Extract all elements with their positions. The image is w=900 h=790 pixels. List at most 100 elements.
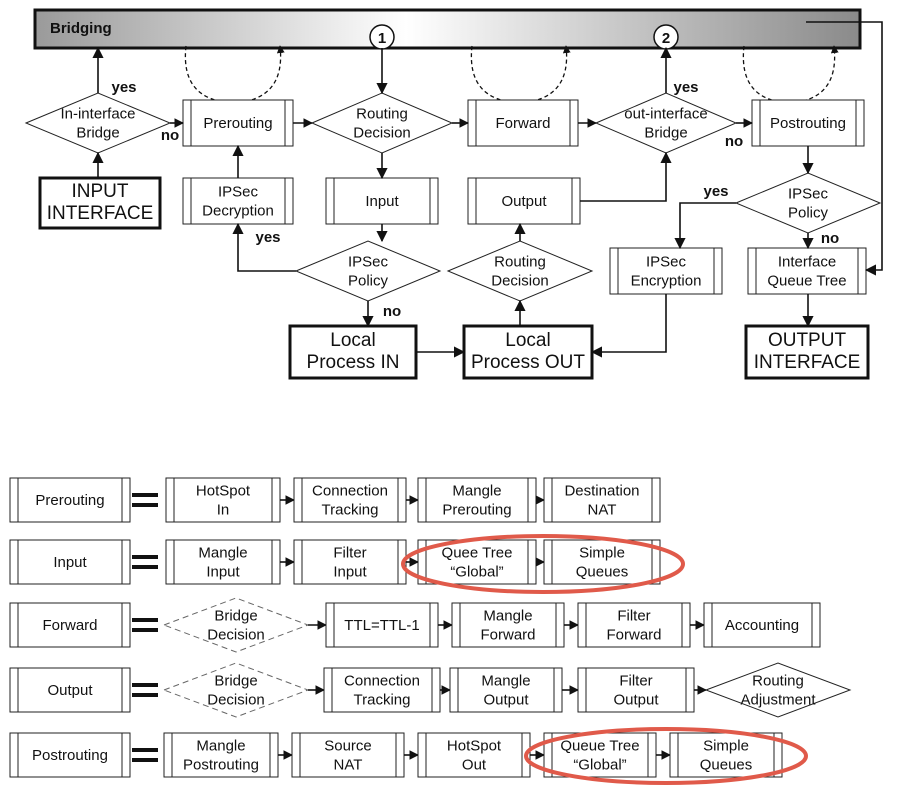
bridging-title: Bridging — [50, 20, 112, 37]
label-yes-out-bridge: yes — [673, 79, 698, 96]
routing-decision-2-diamond — [446, 240, 594, 302]
local-process-in-box — [288, 324, 418, 380]
postrouting-bridge-loop — [742, 45, 839, 104]
routing-decision-diamond-label-line-2: Decision — [353, 125, 411, 142]
chain-3-step-3-label-line-1: Mangle — [481, 673, 530, 690]
ipsec-encryption-box-label-line-2: Encryption — [631, 273, 702, 290]
ipsec-policy-right-diamond-label-line-2: Policy — [788, 205, 829, 222]
chain-3-equals-top — [132, 683, 158, 687]
chain-1-equals-bottom — [132, 565, 158, 569]
prerouting-bridge-loop — [184, 45, 285, 104]
chain-3-step-5 — [704, 662, 852, 718]
arrow-policy-yes-to-decryption — [232, 222, 296, 272]
chain-4-step-1-label-line-2: Postrouting — [183, 757, 259, 774]
chain-postrouting-box — [9, 732, 131, 778]
ipsec-policy-left-diamond — [294, 240, 442, 302]
chain-1-step-1-label-line-1: Mangle — [198, 545, 247, 562]
label-no-ipsec-right: no — [821, 230, 839, 247]
ipsec-policy-left-diamond-label-line-1: IPSec — [348, 254, 389, 271]
out-interface-bridge-diamond — [594, 92, 738, 154]
input-box — [325, 177, 439, 225]
ipsec-encryption-box-label-line-1: IPSec — [646, 254, 687, 271]
output-interface-box-label-line-1: OUTPUT — [768, 330, 847, 351]
arrow-encryption-to-local-out — [590, 294, 667, 358]
chain-3-step-4-label-line-2: Output — [613, 692, 659, 709]
chain-1-step-4-label-line-1: Simple — [579, 545, 625, 562]
chain-4-step-4-label-line-2: “Global” — [573, 757, 626, 774]
chain-forward-box — [9, 602, 131, 648]
chain-2-step-4-label-line-2: Forward — [606, 627, 661, 644]
interface-queue-tree-box-label-line-1: Interface — [778, 254, 836, 271]
chain-2-step-3 — [451, 602, 565, 648]
output-box — [467, 177, 581, 225]
chain-2-equals-bottom — [132, 628, 158, 632]
out-interface-bridge-diamond-label-line-1: out-interface — [624, 106, 707, 123]
chain-3-step-3 — [449, 667, 563, 713]
input-box-label-line-1: Input — [365, 193, 399, 210]
arrow-bridging-to-queue-tree — [806, 21, 883, 276]
highlight-input-queues — [401, 534, 685, 594]
chain-3-step-1 — [162, 662, 310, 718]
chain-0-step-2-label-line-2: Tracking — [322, 502, 379, 519]
arrow-policy-yes-to-encryption — [674, 202, 736, 250]
local-process-in-box-label-line-2: Process IN — [307, 352, 400, 373]
chain-3-step-3-label-line-2: Output — [483, 692, 529, 709]
chain-4-step-5-label-line-2: Queues — [700, 757, 753, 774]
ipsec-encryption-box — [609, 247, 723, 295]
chain-0-equals-top — [132, 493, 158, 497]
chain-prerouting-box-label-line-1: Prerouting — [35, 492, 104, 509]
chain-4-step-4 — [543, 732, 657, 778]
chain-4-equals-top — [132, 748, 158, 752]
ipsec-decryption-box-label-line-2: Decryption — [202, 203, 274, 220]
ipsec-policy-right-diamond-label-line-1: IPSec — [788, 186, 829, 203]
interface-queue-tree-box-label-line-2: Queue Tree — [767, 273, 846, 290]
output-interface-box — [744, 324, 870, 380]
chain-0-step-1 — [165, 477, 281, 523]
prerouting-box-label-line-1: Prerouting — [203, 115, 272, 132]
chain-input-box-label-line-1: Input — [53, 554, 87, 571]
local-process-in-box-label-line-1: Local — [330, 330, 375, 351]
chain-2-step-3-label-line-1: Mangle — [483, 608, 532, 625]
arrow-output-to-out-bridge — [580, 151, 672, 202]
chain-2-step-4-label-line-1: Filter — [617, 608, 650, 625]
label-no-out-bridge: no — [725, 133, 743, 150]
chain-input-box — [9, 539, 131, 585]
chain-2-step-2 — [325, 602, 439, 648]
label-yes-in-bridge: yes — [111, 79, 136, 96]
chain-2-step-5-label-line-1: Accounting — [725, 617, 799, 634]
input-interface-box-label-line-2: INTERFACE — [47, 203, 154, 224]
chain-4-step-2-label-line-2: NAT — [334, 757, 363, 774]
chain-output-box-label-line-1: Output — [47, 682, 93, 699]
chain-prerouting-box — [9, 477, 131, 523]
chain-0-step-2 — [293, 477, 407, 523]
chain-2-step-5 — [703, 602, 821, 648]
chain-0-step-1-label-line-2: In — [217, 502, 230, 519]
chain-1-step-2-label-line-2: Input — [333, 564, 367, 581]
input-interface-box-label-line-1: INPUT — [72, 181, 129, 202]
chain-4-step-5-label-line-1: Simple — [703, 738, 749, 755]
local-process-out-box-label-line-1: Local — [505, 330, 550, 351]
routing-decision-2-diamond-label-line-1: Routing — [494, 254, 546, 271]
chain-1-step-4 — [543, 539, 661, 585]
routing-decision-diamond-label-line-1: Routing — [356, 106, 408, 123]
chain-3-step-5-label-line-2: Adjustment — [740, 692, 816, 709]
chain-forward-box-label-line-1: Forward — [42, 617, 97, 634]
bridging-bar — [33, 8, 862, 50]
chain-2-step-3-label-line-2: Forward — [480, 627, 535, 644]
in-interface-bridge-diamond — [24, 92, 172, 154]
ipsec-policy-left-diamond-label-line-2: Policy — [348, 273, 389, 290]
forward-box-label-line-1: Forward — [495, 115, 550, 132]
chain-4-equals-bottom — [132, 758, 158, 762]
chain-4-step-2-label-line-1: Source — [324, 738, 372, 755]
output-box-label-line-1: Output — [501, 193, 547, 210]
interface-queue-tree-box — [747, 247, 867, 295]
chain-3-step-2-label-line-2: Tracking — [354, 692, 411, 709]
chain-1-step-2-label-line-1: Filter — [333, 545, 366, 562]
chain-1-step-1 — [165, 539, 281, 585]
chain-4-step-4-label-line-1: Queue Tree — [560, 738, 639, 755]
input-interface-box — [38, 176, 162, 230]
chain-4-step-3-label-line-2: Out — [462, 757, 487, 774]
label-no-ipsec-left: no — [383, 303, 401, 320]
chain-0-step-1-label-line-1: HotSpot — [196, 483, 251, 500]
step-one-number: 1 — [378, 30, 386, 47]
